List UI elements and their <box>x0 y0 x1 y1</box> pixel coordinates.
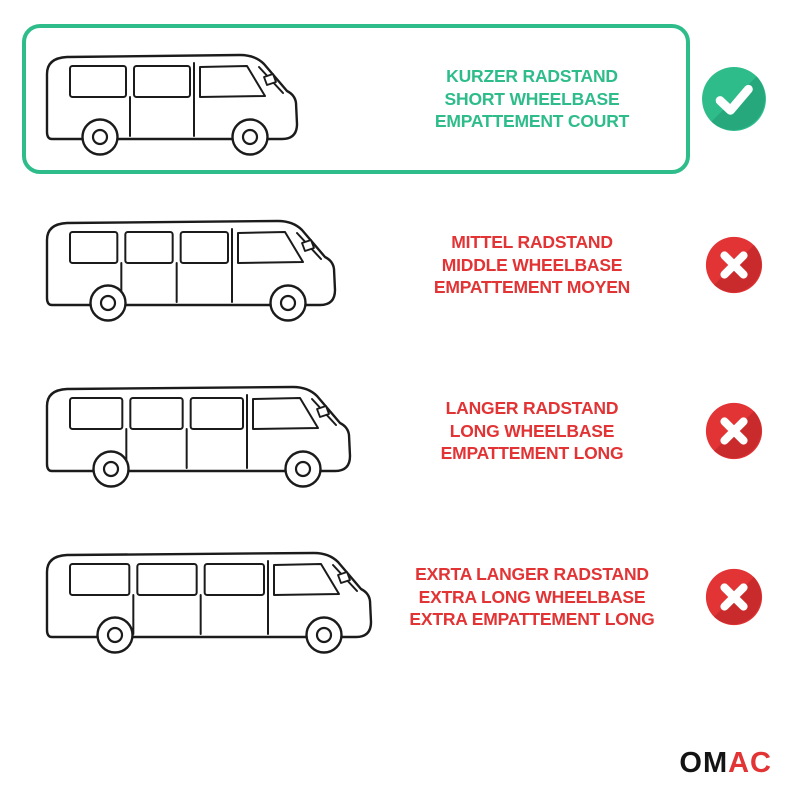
option-row-long-wheelbase: LANGER RADSTAND LONG WHEELBASE EMPATTEME… <box>22 356 778 506</box>
option-box: LANGER RADSTAND LONG WHEELBASE EMPATTEME… <box>22 356 690 506</box>
x-icon <box>690 236 778 294</box>
option-row-short-wheelbase: KURZER RADSTAND SHORT WHEELBASE EMPATTEM… <box>22 24 778 174</box>
logo-text-black: OM <box>679 747 729 779</box>
label-line: EXRTA LANGER RADSTAND <box>415 564 649 585</box>
omac-logo: OMAC <box>679 747 772 780</box>
label-line: EXTRA EMPATTEMENT LONG <box>409 609 655 630</box>
option-row-extra-long-wheelbase: EXRTA LANGER RADSTAND EXTRA LONG WHEELBA… <box>22 522 778 672</box>
selected-option-highlight-box: KURZER RADSTAND SHORT WHEELBASE EMPATTEM… <box>22 24 690 174</box>
check-icon <box>690 66 778 132</box>
label-line: EMPATTEMENT MOYEN <box>433 277 631 298</box>
label-line: EXTRA LONG WHEELBASE <box>418 586 646 607</box>
label-line: MITTEL RADSTAND <box>451 232 613 253</box>
label-line: EMPATTEMENT COURT <box>434 111 630 132</box>
label-line: KURZER RADSTAND <box>446 66 618 87</box>
option-row-middle-wheelbase: MITTEL RADSTAND MIDDLE WHEELBASE EMPATTE… <box>22 190 778 340</box>
logo-text-red: AC <box>728 747 772 779</box>
x-icon <box>690 568 778 626</box>
van-side-illustration-middle <box>34 206 386 324</box>
label-line: LANGER RADSTAND <box>445 398 619 419</box>
label-line: MIDDLE WHEELBASE <box>441 254 623 275</box>
van-side-illustration-short <box>34 40 386 158</box>
option-labels-long: LANGER RADSTAND LONG WHEELBASE EMPATTEME… <box>386 397 678 464</box>
option-labels-extra-long: EXRTA LANGER RADSTAND EXTRA LONG WHEELBA… <box>386 563 678 630</box>
option-box: EXRTA LANGER RADSTAND EXTRA LONG WHEELBA… <box>22 522 690 672</box>
option-box: MITTEL RADSTAND MIDDLE WHEELBASE EMPATTE… <box>22 190 690 340</box>
van-side-illustration-extra-long <box>34 538 386 656</box>
label-line: LONG WHEELBASE <box>449 420 615 441</box>
van-side-illustration-long <box>34 372 386 490</box>
option-labels-middle: MITTEL RADSTAND MIDDLE WHEELBASE EMPATTE… <box>386 231 678 298</box>
x-icon <box>690 402 778 460</box>
label-line: SHORT WHEELBASE <box>444 88 620 109</box>
label-line: EMPATTEMENT LONG <box>440 443 624 464</box>
option-labels-short: KURZER RADSTAND SHORT WHEELBASE EMPATTEM… <box>386 65 678 132</box>
